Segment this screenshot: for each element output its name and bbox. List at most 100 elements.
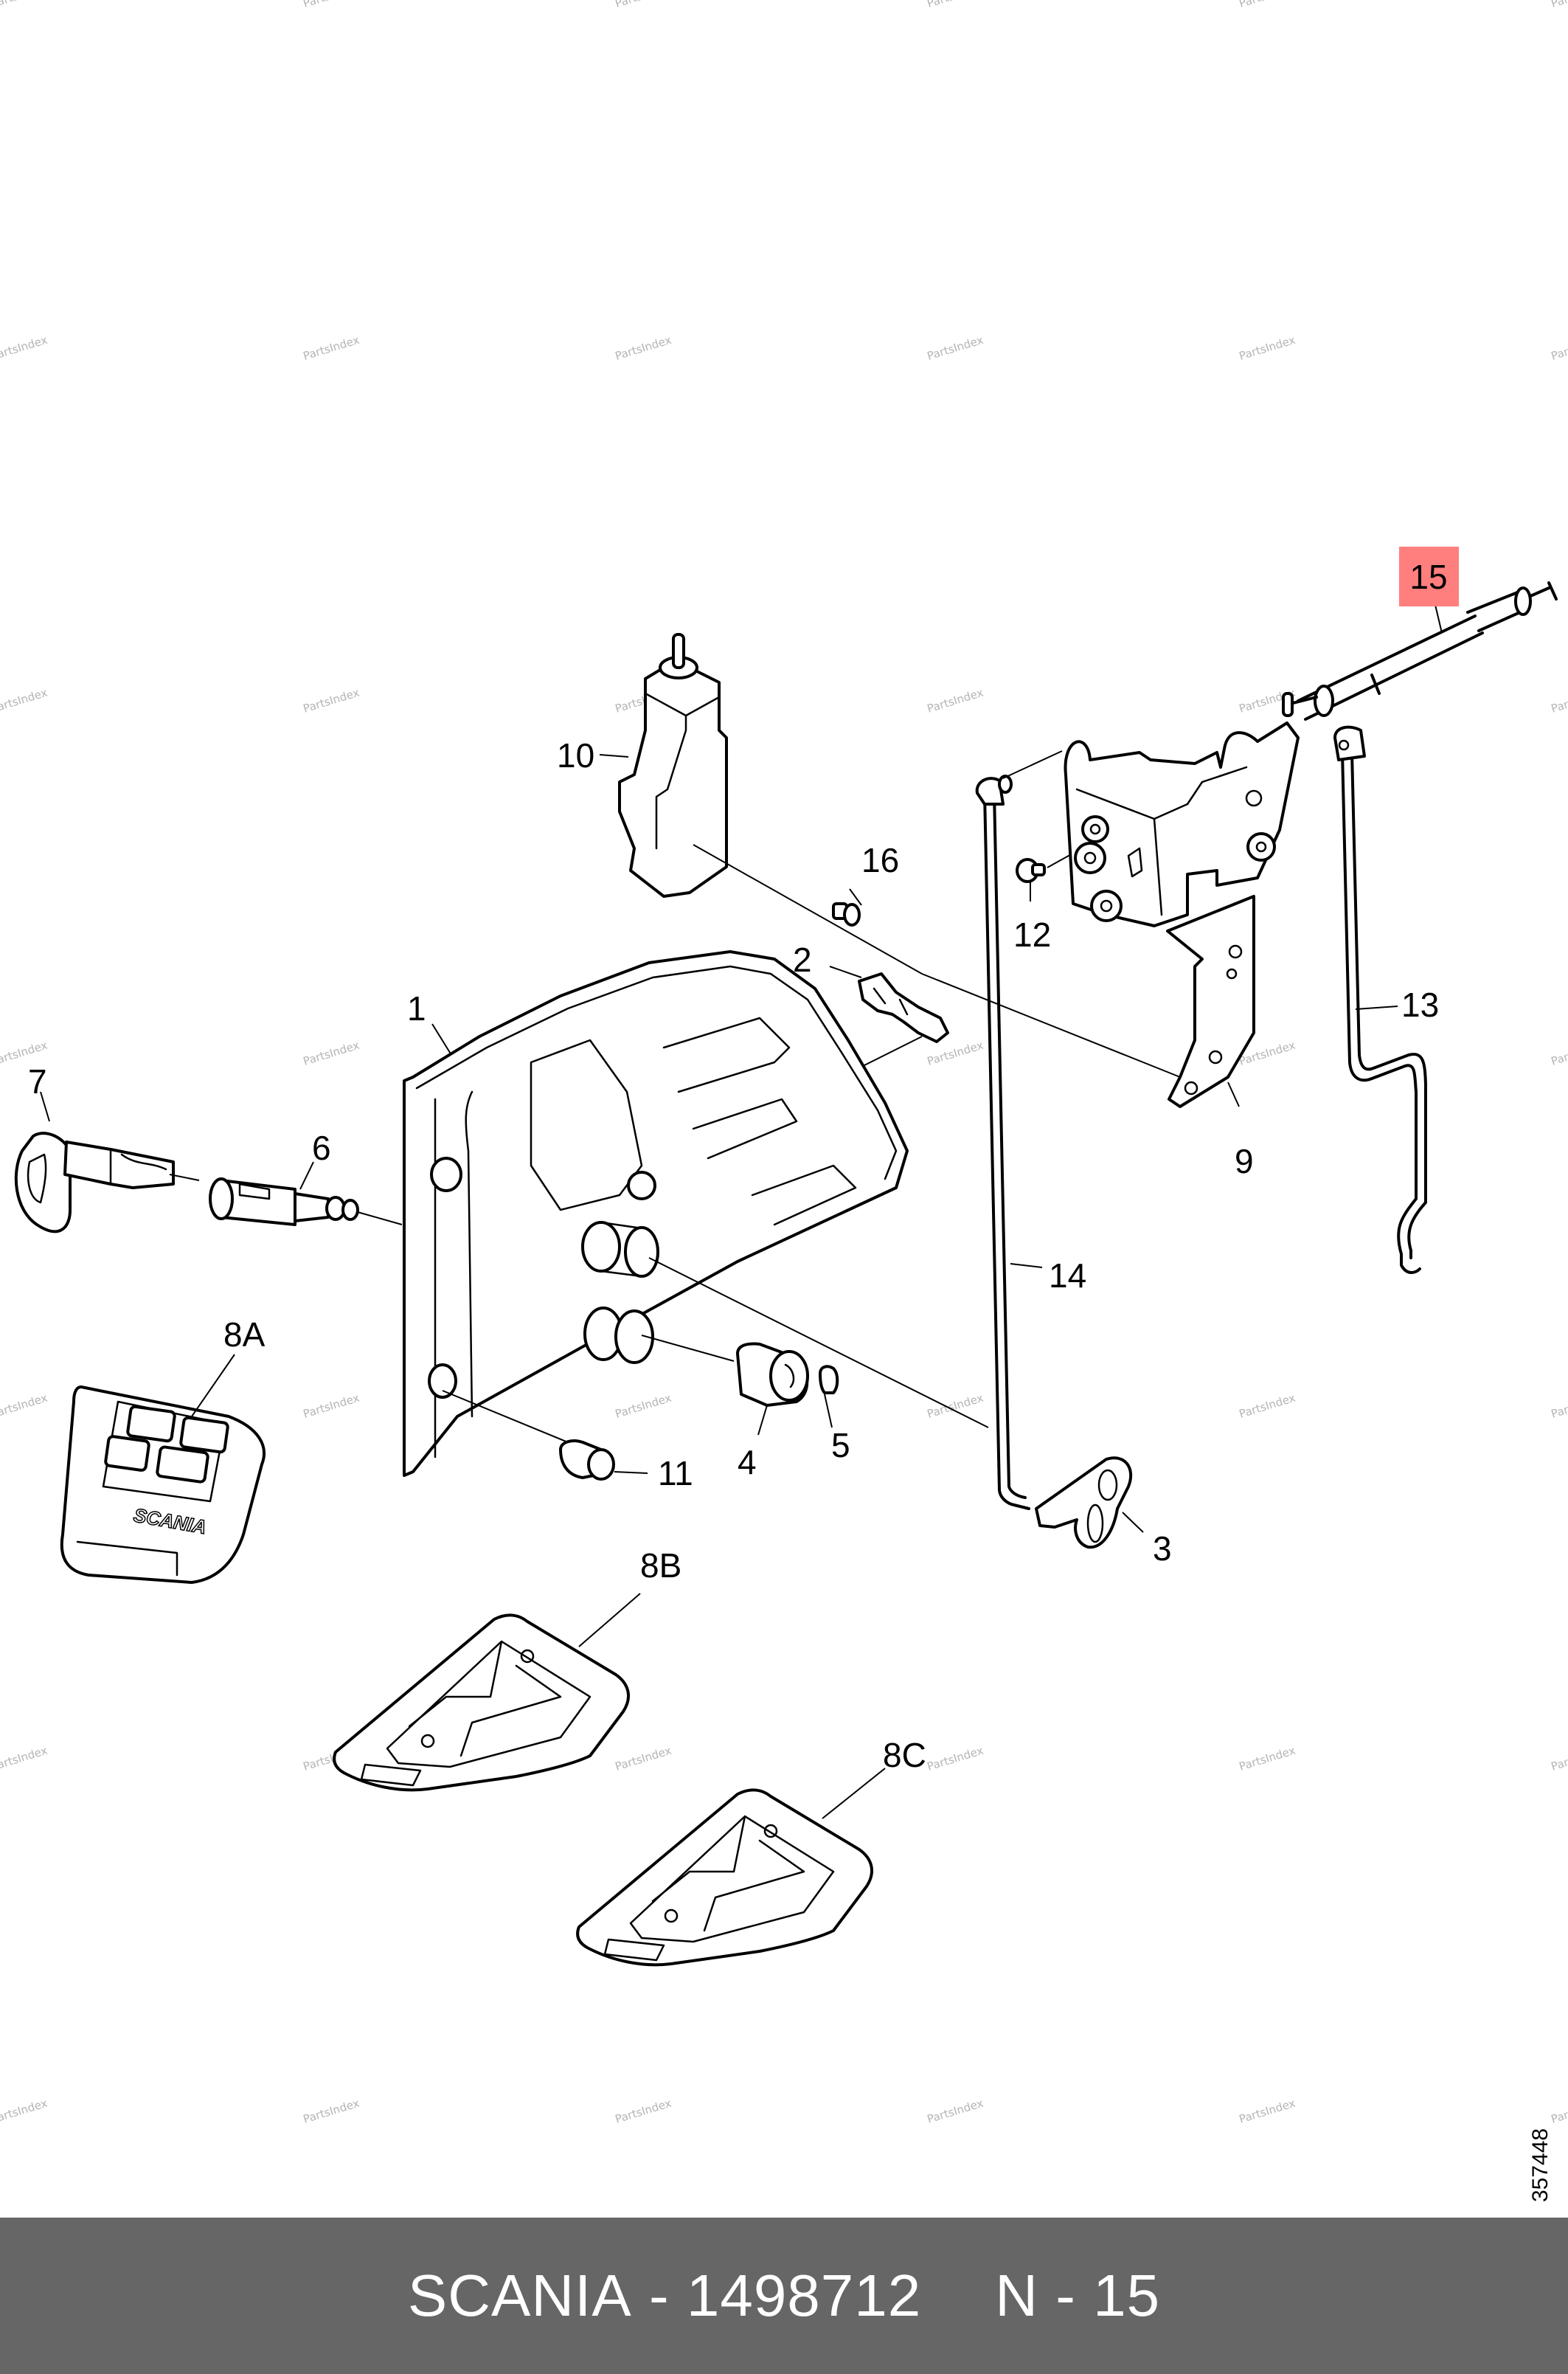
watermark-text: PartsIndex: [0, 2097, 49, 2126]
part-7-key[interactable]: [14, 1132, 175, 1233]
watermark-text: PartsIndex: [1550, 2097, 1568, 2126]
leader-16: [849, 888, 862, 906]
watermark-text: PartsIndex: [1238, 0, 1297, 10]
leader-10-16: [693, 844, 923, 975]
callout-12: 12: [1013, 916, 1051, 954]
part-4-cylinder-cover[interactable]: [736, 1342, 809, 1407]
watermark-text: PartsIndex: [926, 686, 985, 716]
watermark-text: PartsIndex: [302, 333, 361, 363]
watermark-text: PartsIndex: [0, 1391, 49, 1421]
leader-frame-11: [442, 1390, 569, 1443]
part-13-rod[interactable]: [1333, 725, 1427, 1274]
leader-5: [824, 1394, 833, 1428]
part-3-lever[interactable]: [1035, 1456, 1133, 1549]
leader-13: [1355, 1006, 1398, 1010]
leader-8c: [822, 1768, 886, 1819]
callout-5: 5: [831, 1426, 850, 1464]
watermark-text: PartsIndex: [614, 0, 673, 10]
leader-15: [1435, 604, 1443, 634]
leader-frame-4: [641, 1335, 735, 1362]
part-1-handle-frame[interactable]: [403, 950, 909, 1477]
watermark-text: PartsIndex: [926, 0, 985, 10]
banner-separator: -: [648, 2263, 670, 2328]
part-8b-remote-fob[interactable]: [333, 1613, 631, 1792]
part-12-screw[interactable]: [1016, 858, 1046, 883]
leader-3: [1122, 1512, 1144, 1533]
watermark-text: PartsIndex: [614, 1391, 673, 1421]
watermark-text: PartsIndex: [0, 333, 49, 363]
watermark-text: PartsIndex: [614, 2097, 673, 2126]
watermark-text: PartsIndex: [0, 686, 49, 716]
part-10-actuator[interactable]: [618, 633, 728, 898]
watermark-text: PartsIndex: [1238, 1391, 1297, 1421]
drawing-number: 357448: [1528, 2128, 1553, 2202]
watermark-text: PartsIndex: [0, 0, 49, 10]
watermark-text: PartsIndex: [0, 1744, 49, 1773]
watermark-text: PartsIndex: [1550, 0, 1568, 10]
banner-part-number: 1498712: [686, 2263, 922, 2328]
leader-6: [299, 1161, 314, 1190]
callout-14: 14: [1049, 1256, 1086, 1295]
watermark-text: PartsIndex: [1238, 333, 1297, 363]
leader-9: [1227, 1082, 1240, 1107]
watermark-text: PartsIndex: [302, 1391, 361, 1421]
watermark-text: PartsIndex: [926, 333, 985, 363]
callout-13: 13: [1401, 986, 1439, 1024]
part-9-door-latch[interactable]: [1064, 721, 1300, 1108]
part-16-screw[interactable]: [832, 902, 861, 927]
leader-7: [40, 1091, 50, 1122]
watermark-text: PartsIndex: [1238, 2097, 1297, 2126]
callout-16: 16: [861, 841, 899, 879]
watermark-text: PartsIndex: [1550, 1391, 1568, 1421]
watermark-text: PartsIndex: [1238, 1744, 1297, 1773]
watermark-text: PartsIndex: [926, 1391, 985, 1421]
callout-9: 9: [1235, 1142, 1254, 1180]
part-6-lock-cylinder[interactable]: [209, 1177, 359, 1226]
watermark-text: PartsIndex: [302, 2097, 361, 2126]
leader-8b: [578, 1593, 641, 1647]
leader-7-6: [169, 1174, 200, 1181]
callout-6: 6: [312, 1129, 331, 1167]
footer-banner: SCANIA - 1498712 N - 15: [0, 2218, 1568, 2374]
leader-11: [614, 1471, 648, 1474]
callout-7: 7: [28, 1062, 47, 1101]
watermark-text: PartsIndex: [302, 686, 361, 716]
part-14-rod[interactable]: [975, 775, 1030, 1510]
watermark-text: PartsIndex: [1550, 686, 1568, 716]
part-8c-remote-fob[interactable]: [576, 1788, 874, 1967]
callout-15: 15: [1409, 558, 1447, 596]
callout-15-highlight[interactable]: 15: [1399, 547, 1459, 606]
watermark-text: PartsIndex: [614, 1744, 673, 1773]
watermark-text: PartsIndex: [926, 1744, 985, 1773]
callout-8a: 8A: [223, 1315, 266, 1354]
callout-11: 11: [658, 1454, 693, 1492]
callout-8b: 8B: [640, 1546, 681, 1585]
leader-16-9: [921, 973, 1181, 1078]
leader-8a: [191, 1354, 235, 1417]
leader-2: [829, 966, 862, 978]
leader-10: [599, 754, 629, 758]
watermark-text: PartsIndex: [926, 1039, 985, 1068]
callout-8c: 8C: [883, 1736, 926, 1774]
leader-frame-3: [648, 1257, 989, 1428]
leader-14: [1010, 1263, 1043, 1268]
leader-1: [431, 1023, 452, 1056]
part-5-insert[interactable]: [819, 1365, 839, 1394]
part-2-clip[interactable]: [858, 972, 949, 1043]
part-11-screw[interactable]: [559, 1439, 615, 1481]
leader-4: [757, 1405, 768, 1436]
part-15-cable[interactable]: [1282, 581, 1558, 721]
callout-4: 4: [738, 1443, 757, 1481]
part-8a-remote-fob[interactable]: SCANIA: [60, 1385, 266, 1584]
watermark-text: PartsIndex: [1550, 1744, 1568, 1773]
watermark-text: PartsIndex: [614, 333, 673, 363]
leader-6-frame: [357, 1211, 403, 1225]
banner-position-code: N - 15: [995, 2263, 1161, 2328]
callout-1: 1: [407, 989, 426, 1028]
callout-3: 3: [1153, 1529, 1172, 1568]
watermark-text: PartsIndex: [302, 0, 361, 10]
watermark-text: PartsIndex: [302, 1039, 361, 1068]
watermark-text: PartsIndex: [1550, 1039, 1568, 1068]
watermark-text: PartsIndex: [926, 2097, 985, 2126]
